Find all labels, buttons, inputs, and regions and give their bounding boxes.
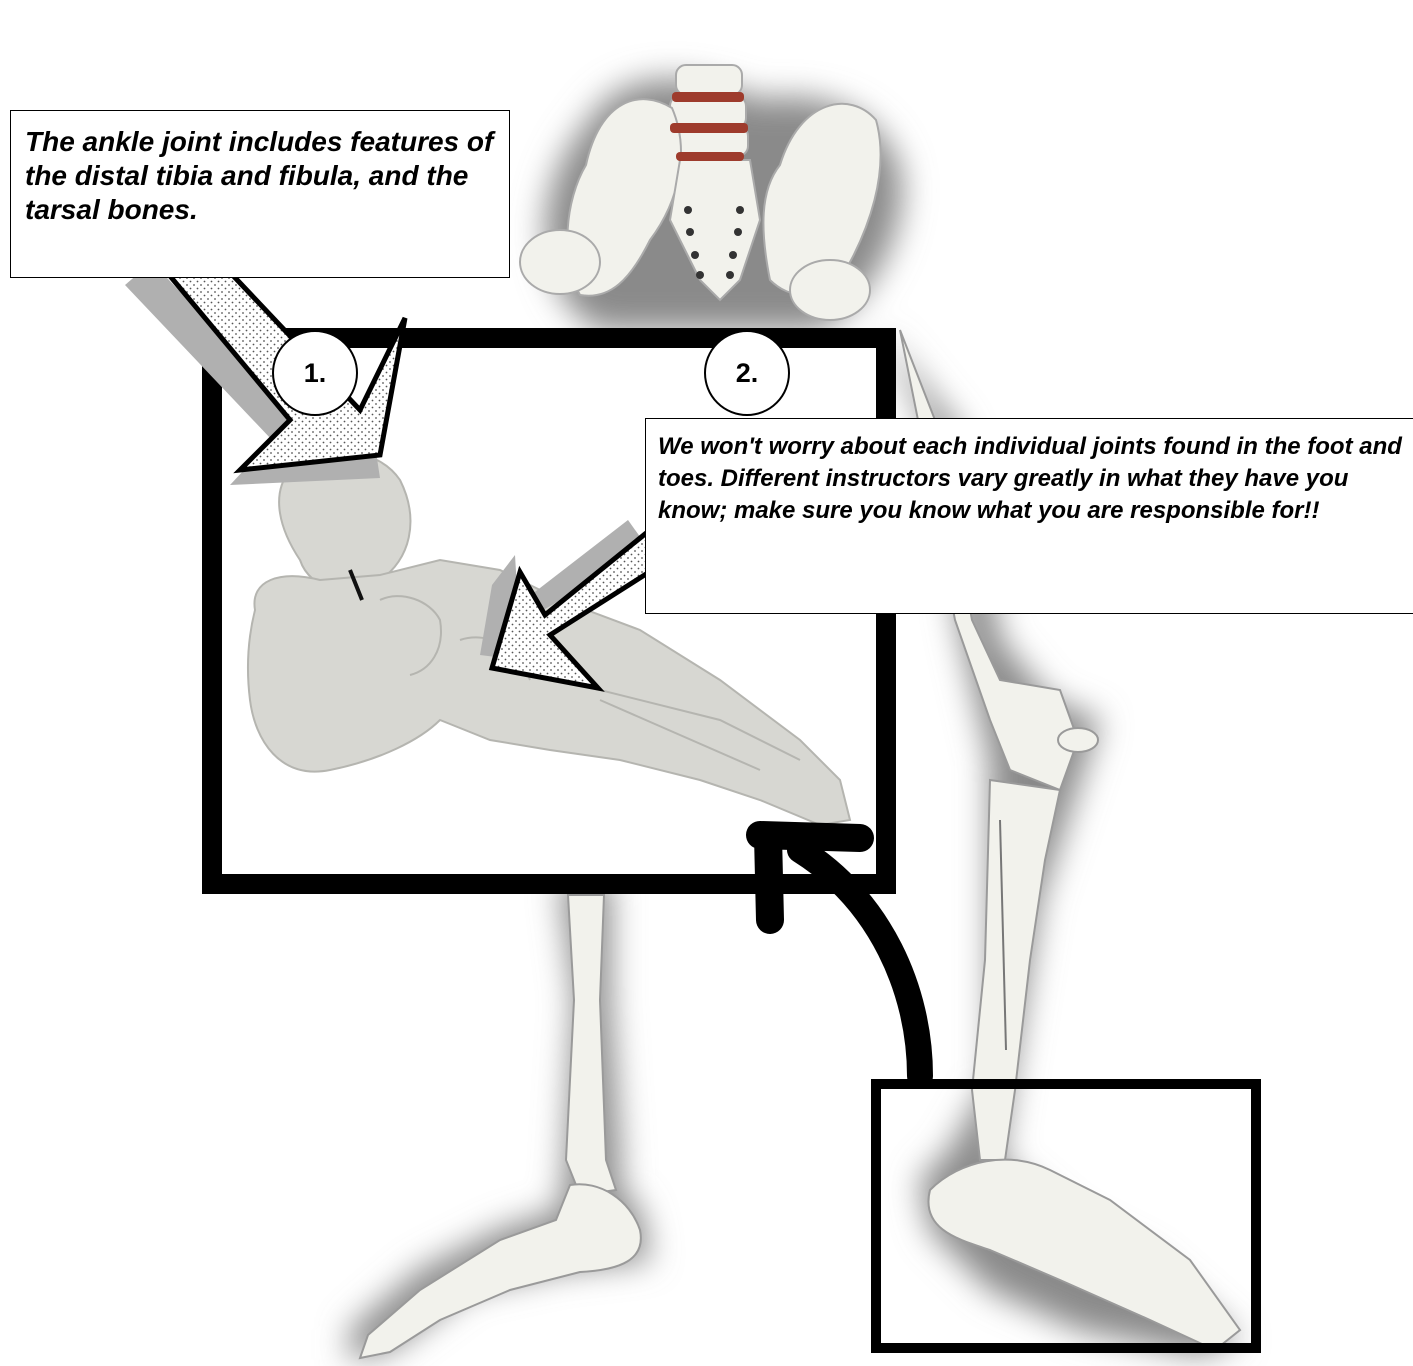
marker-2: 2. (704, 330, 790, 416)
ankle-callout: The ankle joint includes features of the… (10, 110, 510, 278)
marker-1: 1. (272, 330, 358, 416)
foot-joints-callout: We won't worry about each individual joi… (645, 418, 1413, 614)
